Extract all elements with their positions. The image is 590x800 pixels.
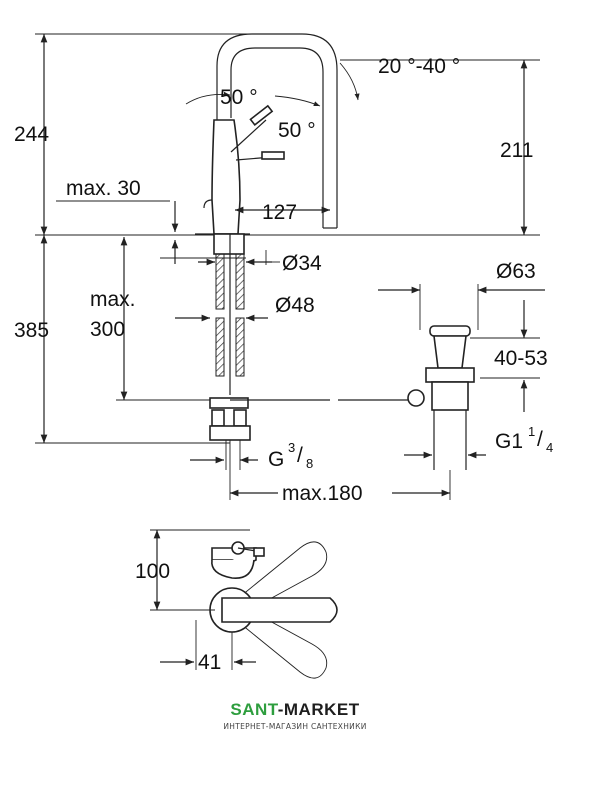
dim-thread-g114: G1 1 / 4 xyxy=(404,424,553,459)
svg-text:3: 3 xyxy=(288,440,295,455)
dim-max-180: max.180 xyxy=(229,440,451,505)
svg-text:Ø63: Ø63 xyxy=(496,260,536,283)
mounting-assembly xyxy=(160,233,410,441)
svg-text:127: 127 xyxy=(262,201,297,224)
dim-100: 100 xyxy=(135,530,170,610)
dim-244: 244 xyxy=(14,34,49,235)
svg-text:Ø34: Ø34 xyxy=(282,252,322,275)
dim-dia-34: Ø34 xyxy=(198,252,322,275)
dim-max-30: max. 30 xyxy=(56,177,179,264)
svg-text:max.180: max.180 xyxy=(282,482,363,505)
brand-name-green: SANT xyxy=(230,700,278,719)
svg-text:G: G xyxy=(268,448,284,471)
brand-watermark: SANT-MARKET ИНТЕРНЕТ-МАГАЗИН САНТЕХНИКИ xyxy=(0,700,590,731)
angle-annotations: 50 ° 50 ° 20 °-40 ° xyxy=(185,55,460,142)
svg-text:41: 41 xyxy=(198,651,221,674)
svg-text:8: 8 xyxy=(306,456,313,471)
svg-text:211: 211 xyxy=(500,139,533,162)
svg-text:100: 100 xyxy=(135,560,170,583)
svg-text:50 °: 50 ° xyxy=(278,119,316,142)
svg-text:40-53: 40-53 xyxy=(494,347,548,370)
faucet-side-view xyxy=(195,33,338,235)
svg-text:300: 300 xyxy=(90,318,125,341)
svg-text:/: / xyxy=(537,428,543,451)
faucet-top-view xyxy=(150,529,338,679)
dim-dia-48: Ø48 xyxy=(175,294,315,322)
svg-text:/: / xyxy=(297,444,303,467)
svg-text:max.: max. xyxy=(90,288,136,311)
svg-text:Ø48: Ø48 xyxy=(275,294,315,317)
svg-text:4: 4 xyxy=(546,440,553,455)
dim-40-53: 40-53 xyxy=(470,300,548,412)
dim-211: 211 xyxy=(500,60,533,235)
dim-127: 127 xyxy=(235,201,330,224)
svg-text:244: 244 xyxy=(14,123,49,146)
svg-text:max. 30: max. 30 xyxy=(66,177,141,200)
brand-logo: SANT-MARKET xyxy=(0,700,590,720)
svg-text:1: 1 xyxy=(528,424,535,439)
dim-dia-63: Ø63 xyxy=(378,260,545,330)
dim-385: 385 xyxy=(14,235,49,443)
dim-thread-g38: G 3 / 8 xyxy=(190,440,313,471)
dim-41: 41 xyxy=(160,620,256,674)
reference-lines xyxy=(35,33,540,444)
svg-text:G1: G1 xyxy=(495,430,523,453)
brand-name-dark: -MARKET xyxy=(277,700,360,719)
drain-valve xyxy=(407,325,475,470)
svg-text:385: 385 xyxy=(14,319,49,342)
svg-text:50 °: 50 ° xyxy=(220,86,258,109)
brand-subtitle: ИНТЕРНЕТ-МАГАЗИН САНТЕХНИКИ xyxy=(223,722,367,731)
svg-text:20 °-40 °: 20 °-40 ° xyxy=(378,55,460,78)
